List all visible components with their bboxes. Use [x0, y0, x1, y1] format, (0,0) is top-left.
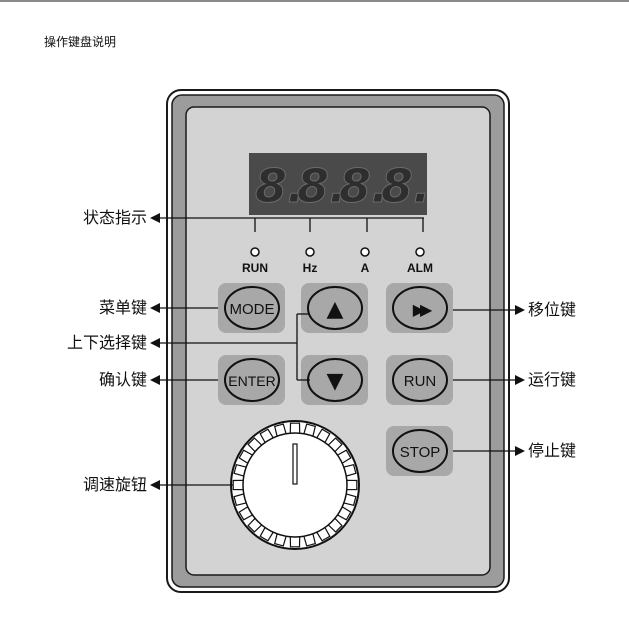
run-button-label: RUN [404, 373, 437, 390]
mode-button[interactable] [224, 286, 280, 330]
callout-shift: 移位键 [528, 300, 577, 319]
arrow-stop [515, 446, 525, 456]
stop-button[interactable] [392, 429, 448, 473]
indicator-label-hz: Hz [302, 261, 318, 275]
indicator-label-run: RUN [242, 261, 268, 275]
led-digit-3: 8. [339, 159, 388, 213]
callout-updown: 上下选择键 [66, 333, 147, 352]
down-arrow-icon: ▼ [327, 369, 344, 394]
knob-notch [346, 479, 358, 491]
arrow-knob [150, 480, 160, 490]
knob-notch [232, 479, 244, 491]
indicator-label-a: A [360, 261, 370, 275]
status-leader-lines [160, 217, 424, 232]
led-hz [305, 247, 315, 257]
mode-button-label: MODE [230, 301, 275, 318]
knob-notch [289, 422, 301, 434]
callout-stop: 停止键 [528, 441, 577, 460]
arrow-confirm [150, 375, 160, 385]
up-button[interactable] [307, 286, 363, 330]
led-alm [415, 247, 425, 257]
page-heading: 操作键盘说明 [44, 35, 117, 49]
knob-pointer [292, 443, 298, 485]
led-digit-4: 8. [381, 159, 430, 213]
callout-confirm: 确认键 [98, 370, 147, 389]
callout-status: 状态指示 [82, 208, 147, 227]
callout-run: 运行键 [528, 370, 577, 389]
led-digit-2: 8. [297, 159, 346, 213]
top-rule [0, 0, 629, 2]
stop-button-label: STOP [400, 444, 441, 461]
led-display [249, 153, 427, 215]
enter-button[interactable] [224, 358, 280, 402]
arrow-status [150, 213, 160, 223]
knob-notch [289, 536, 301, 548]
up-arrow-icon: ▲ [327, 297, 344, 322]
callout-lines [160, 307, 515, 486]
run-button[interactable] [392, 358, 448, 402]
arrow-updown [150, 338, 160, 348]
arrow-menu [150, 303, 160, 313]
shift-button[interactable] [392, 286, 448, 330]
indicator-label-alm: ALM [407, 261, 433, 275]
arrow-shift [515, 305, 525, 315]
led-a [360, 247, 370, 257]
speed-knob[interactable] [230, 420, 360, 550]
arrow-run [515, 375, 525, 385]
led-digit-1: 8. [255, 159, 304, 213]
led-run [250, 247, 260, 257]
enter-button-label: ENTER [228, 373, 275, 389]
led-digits: 8. 8. 8. 8. [255, 159, 431, 214]
callout-menu: 菜单键 [98, 298, 147, 317]
callout-knob: 调速旋钮 [82, 475, 147, 494]
